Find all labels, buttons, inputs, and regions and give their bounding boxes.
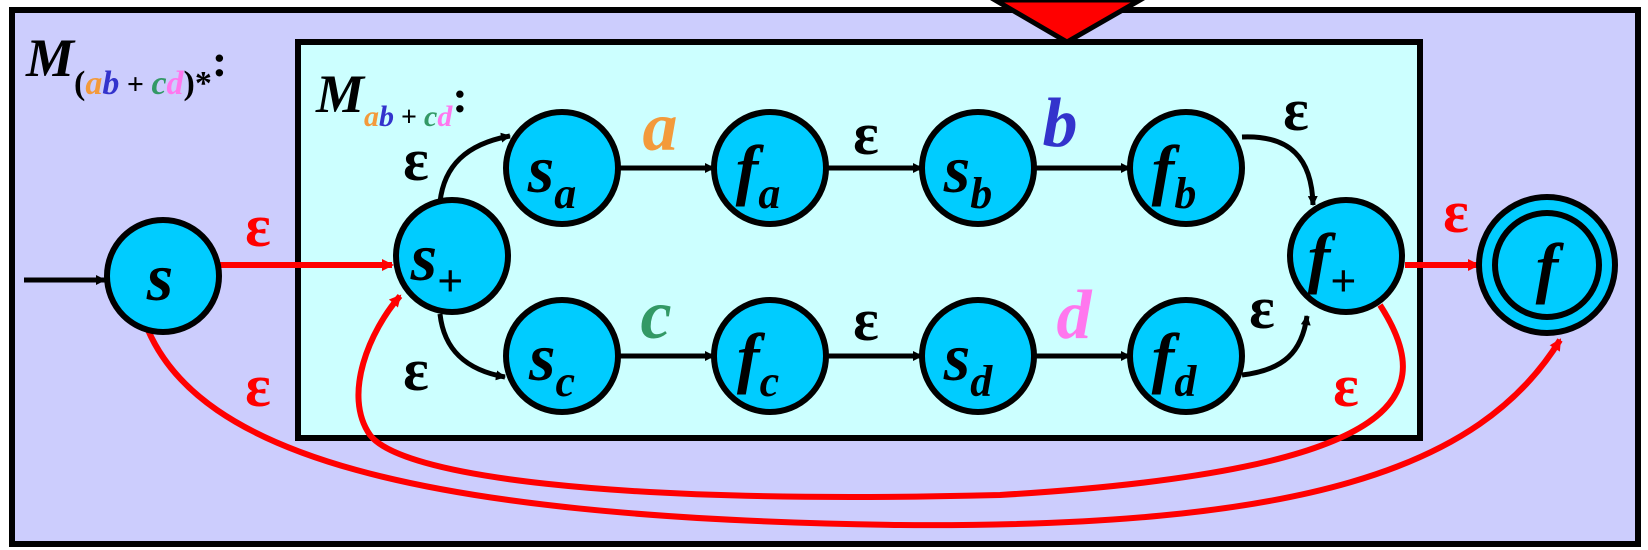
state-s-plus[interactable] [393, 197, 511, 315]
state-s-a[interactable] [503, 109, 621, 227]
edge-fd-fplus [1241, 315, 1311, 378]
label-eps-loop: ε [1333, 353, 1359, 419]
state-s-plus-label: s+ [410, 219, 464, 306]
state-s-c-label: sc [528, 319, 575, 406]
label-eps-splus-sc: ε [403, 337, 429, 403]
red-edges [145, 259, 1563, 529]
state-f-b[interactable] [1127, 109, 1245, 227]
inner-machine-label: Mab + cd: [315, 64, 468, 133]
label-eps-s-splus: ε [245, 193, 271, 259]
state-s-b[interactable] [919, 109, 1037, 227]
state-f-a[interactable] [711, 109, 829, 227]
edge-fplus-splus-loop [355, 294, 1406, 500]
label-eps-bypass: ε [245, 353, 271, 419]
label-b: b [1043, 85, 1078, 162]
state-s-b-label: sb [943, 131, 992, 218]
label-eps-splus-sa: ε [403, 127, 429, 193]
state-s-label: s [146, 239, 173, 315]
state-s[interactable] [104, 217, 222, 335]
state-s-d[interactable] [919, 297, 1037, 415]
label-d: d [1057, 277, 1093, 354]
edge-splus-sc [437, 313, 506, 381]
edge-s-f-bypass [145, 328, 1563, 529]
state-f-plus[interactable] [1287, 197, 1405, 315]
state-s-d-label: sd [943, 319, 993, 406]
state-f-c[interactable] [711, 297, 829, 415]
state-f-accept-inner [1492, 210, 1602, 320]
edge-fb-fplus [1241, 134, 1318, 206]
state-s-c[interactable] [503, 297, 621, 415]
label-eps-fd-fplus: ε [1249, 275, 1275, 341]
top-arrow-head [990, 0, 1146, 45]
black-edges [24, 132, 1318, 381]
label-eps-fb-fplus: ε [1283, 77, 1309, 143]
label-a: a [643, 89, 678, 166]
state-s-a-label: sa [527, 131, 576, 218]
edge-splus-sa [437, 132, 511, 203]
label-eps-fplus-f: ε [1443, 179, 1469, 245]
label-eps-fc-sd: ε [853, 287, 879, 353]
outer-machine-label: M(ab + cd)*: [25, 28, 227, 102]
states [104, 109, 1618, 415]
label-c: c [640, 277, 671, 354]
state-f-d[interactable] [1127, 297, 1245, 415]
label-eps-fa-sb: ε [853, 101, 879, 167]
state-f-c-label: fc [737, 319, 779, 406]
